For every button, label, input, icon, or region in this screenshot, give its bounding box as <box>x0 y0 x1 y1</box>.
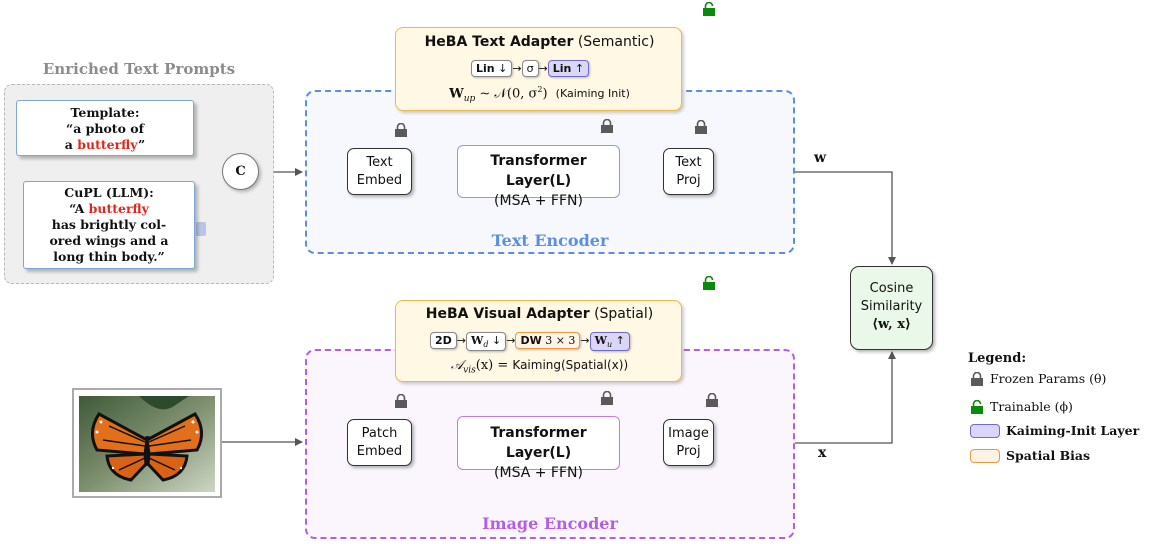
template-card-line: “a photo of <box>66 121 144 136</box>
dw-conv-chip: DW 3 × 3 <box>515 332 581 349</box>
closed-lock-icon <box>395 394 407 408</box>
cupl-card-shadow-tab <box>196 222 206 236</box>
image-transformer-block: Transformer Layer(L)(MSA + FFN) <box>457 416 620 481</box>
template-prompt-card: Template: “a photo of a butterfly” <box>16 100 194 156</box>
cupl-prompt-card: CuPL (LLM): “A butterfly has brightly co… <box>23 181 195 269</box>
lin-down-chip: Lin ↓ <box>471 60 513 77</box>
text-adapter-box: HeBA Text Adapter (Semantic) Lin ↓→σ→Lin… <box>395 27 682 111</box>
closed-lock-icon <box>395 123 407 137</box>
cupl-card-line: “A butterfly <box>69 201 149 216</box>
w-up-chip: Wu ↑ <box>589 332 630 352</box>
text-transformer-block: Transformer Layer(L)(MSA + FFN) <box>457 145 620 209</box>
image-output-symbol: x <box>818 445 827 461</box>
text-output-symbol: w <box>814 150 827 166</box>
legend-title: Legend: <box>968 351 1027 366</box>
lin-up-chip: Lin ↑ <box>547 60 590 77</box>
legend-spatial: Spatial Bias <box>970 448 1090 463</box>
visual-adapter-formula: 𝒜vis(x) = Kaiming(Spatial(x)) <box>450 358 629 376</box>
cupl-card-line: has brightly col- <box>51 217 167 232</box>
chain-arrow: → <box>538 62 548 75</box>
cupl-card-line: long thin body.” <box>53 249 165 264</box>
image-encoder-label: Image Encoder <box>482 514 618 533</box>
chain-arrow: → <box>512 62 522 75</box>
chain-arrow: → <box>506 334 516 347</box>
text-adapter-formula: Wup ∼ 𝒩(0, σ2) (Kaiming Init) <box>449 85 630 104</box>
text-adapter-title: HeBA Text Adapter (Semantic) <box>424 34 655 50</box>
concat-node: C <box>222 153 259 190</box>
visual-adapter-chain: 2D→Wd ↓→DW 3 × 3→Wu ↑ <box>430 329 660 352</box>
cupl-card-line: CuPL (LLM): <box>64 185 154 200</box>
closed-lock-icon <box>706 393 718 407</box>
legend-frozen: Frozen Params (θ) <box>970 371 1106 386</box>
w-down-chip: Wd ↓ <box>466 332 507 352</box>
cosine-similarity-block: Cosine Similarity ⟨w, x⟩ <box>850 266 933 350</box>
visual-adapter-title: HeBA Visual Adapter (Spatial) <box>425 306 654 322</box>
cupl-card-line: ored wings and a <box>49 233 169 248</box>
closed-lock-icon <box>601 391 613 405</box>
chain-arrow: → <box>580 334 590 347</box>
open-lock-icon <box>703 2 715 16</box>
open-lock-icon <box>703 276 715 290</box>
2d-chip: 2D <box>430 332 457 349</box>
closed-lock-icon <box>601 119 613 133</box>
chain-arrow: → <box>456 334 467 347</box>
enriched-prompts-title: Enriched Text Prompts <box>42 60 236 78</box>
spatial-swatch <box>970 448 1000 463</box>
closed-lock-icon <box>695 120 707 134</box>
template-card-line: a butterfly” <box>64 137 146 152</box>
cosine-line: Similarity <box>860 299 923 314</box>
visual-adapter-box: HeBA Visual Adapter (Spatial) 2D→Wd ↓→DW… <box>395 300 682 382</box>
closed-lock-icon <box>971 371 983 386</box>
text-adapter-chain: Lin ↓→σ→Lin ↑ <box>471 57 611 77</box>
cosine-line: Cosine <box>869 281 914 296</box>
cosine-formula: ⟨w, x⟩ <box>872 317 911 332</box>
open-lock-icon <box>971 399 983 414</box>
template-card-line: Template: <box>70 105 140 120</box>
legend-trainable: Trainable (ϕ) <box>970 399 1073 414</box>
concat-label: C <box>235 164 246 179</box>
butterfly-image <box>79 396 215 492</box>
text-encoder-label: Text Encoder <box>491 231 609 250</box>
sigma-chip: σ <box>521 60 539 77</box>
legend-kaiming: Kaiming-Init Layer <box>970 423 1139 438</box>
kaiming-swatch <box>970 423 1000 438</box>
